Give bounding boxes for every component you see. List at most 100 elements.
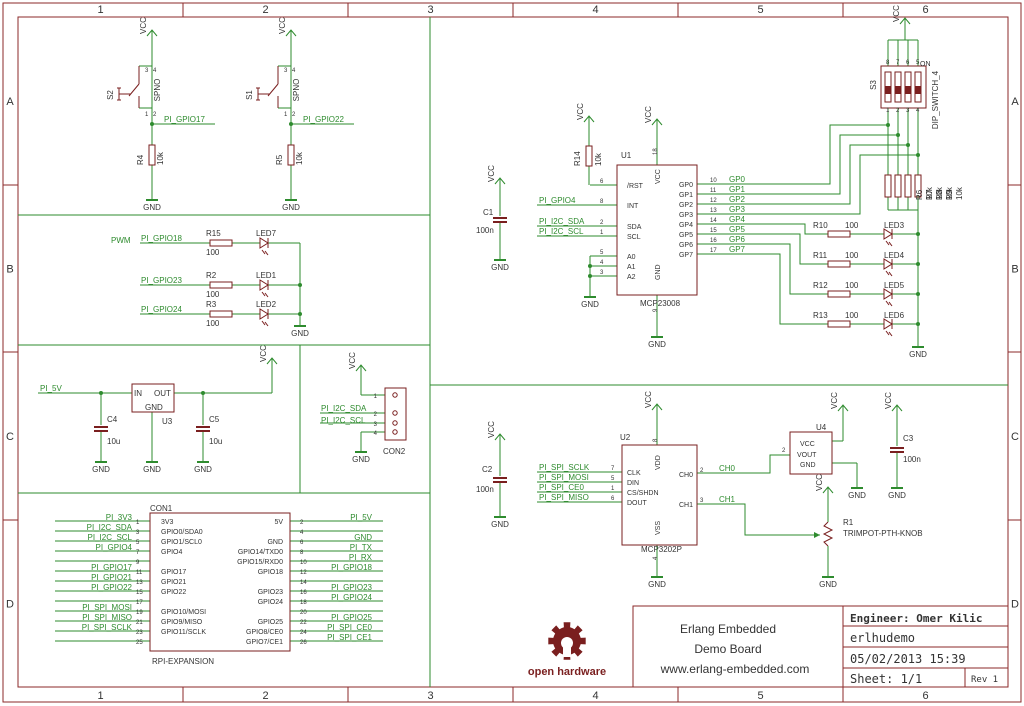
company-name: Erlang Embedded	[680, 622, 776, 636]
label: 8	[653, 438, 659, 442]
resistor-value: 10k	[955, 186, 964, 200]
pin-label: GP6	[679, 242, 693, 249]
net-label: PI_SPI_SCLK	[539, 463, 590, 472]
pin-label: VSS	[655, 521, 662, 535]
part-number: MCP23008	[640, 299, 681, 308]
net-label: CH0	[719, 464, 736, 473]
vcc-label: VCC	[139, 17, 148, 34]
pin-number: 8	[300, 550, 304, 556]
column-marker: 5	[757, 690, 763, 702]
pin-label: A1	[627, 264, 636, 271]
gnd-label: GND	[352, 455, 370, 464]
resistor-value: 10k	[945, 186, 954, 200]
led-name: LED3	[884, 221, 905, 230]
row-marker: C	[6, 431, 14, 443]
net-label: GP3	[729, 205, 746, 214]
pin-label: GPIO10/MOSI	[161, 609, 206, 616]
pin-number: 8	[600, 199, 604, 205]
pin-number: 15	[710, 228, 717, 234]
row-marker: D	[1011, 599, 1019, 611]
net-label: PI_GPIO21	[91, 573, 132, 582]
pin-label: VDD	[655, 455, 662, 470]
net-label: GP1	[729, 185, 746, 194]
components	[94, 65, 1009, 688]
column-marker: 2	[262, 4, 268, 16]
pin-number: 3	[136, 530, 140, 536]
pin-label: SCL	[627, 234, 641, 241]
resistor-name: R14	[573, 151, 582, 166]
pulldown-resistor	[148, 144, 156, 166]
part-name: R1	[843, 518, 854, 527]
net-label: PI_I2C_SCL	[321, 416, 366, 425]
pin-label: GPIO24	[258, 599, 283, 606]
pin-number: 18	[300, 600, 307, 606]
pin-number: 7	[611, 466, 615, 472]
net-label: PI_GPIO22	[303, 115, 344, 124]
pin-number: 1	[136, 520, 140, 526]
net-label: GP6	[729, 235, 746, 244]
pulldown-resistor	[884, 174, 892, 198]
pin-label: GPIO15/RXD0	[237, 559, 283, 566]
pin-label: GPIO18	[258, 569, 283, 576]
row-marker: C	[1011, 431, 1019, 443]
resistor-value: 100	[845, 311, 859, 320]
net-label: PI_I2C_SDA	[539, 217, 585, 226]
net-label: PI_GPIO17	[164, 115, 205, 124]
pin-number: 15	[136, 590, 143, 596]
net-label: PI_3V3	[106, 513, 133, 522]
junction-dot	[916, 232, 920, 236]
resistor-value: 100	[845, 221, 859, 230]
resistor-value: 100	[206, 248, 220, 257]
pin-label: OUT	[154, 389, 171, 398]
label: 2	[782, 448, 786, 454]
vcc-label: VCC	[487, 421, 496, 438]
ic-mcp3202	[621, 444, 698, 546]
net-label: PI_SPI_MOSI	[539, 473, 589, 482]
led-resistor	[827, 230, 851, 238]
pin-number: 11	[136, 570, 143, 576]
regulator-u3	[131, 383, 175, 413]
pin-number: 26	[300, 640, 307, 646]
led-name: LED6	[884, 311, 905, 320]
led-name: LED7	[256, 229, 277, 238]
board-name: Demo Board	[694, 642, 761, 656]
sensor-u4	[789, 431, 833, 475]
net-label: PI_5V	[40, 384, 62, 393]
pin-label: DOUT	[627, 500, 648, 507]
label: 2	[700, 468, 704, 474]
pin-number: 16	[300, 590, 307, 596]
part-number: MCP3202P	[641, 545, 682, 554]
net-label: PI_5V	[350, 513, 372, 522]
resistor-name: R12	[813, 281, 828, 290]
junction-dot	[298, 283, 302, 287]
pin-number: 5	[136, 540, 140, 546]
row-marker: B	[6, 264, 13, 276]
led-icon	[259, 237, 269, 249]
resistor-value: 10k	[935, 186, 944, 200]
pin-label: A2	[627, 274, 636, 281]
part-name: U4	[816, 423, 827, 432]
cap-value: 10u	[107, 437, 120, 446]
net-label: GP4	[729, 215, 746, 224]
pin-label: VOUT	[797, 452, 817, 459]
pin-number: 3	[374, 422, 378, 428]
pulldown-resistor	[894, 174, 902, 198]
resistor-name: R3	[206, 300, 217, 309]
pin-label: GP4	[679, 222, 693, 229]
resistor-name: R5	[275, 154, 284, 165]
vcc-label: VCC	[278, 17, 287, 34]
pin-label: A0	[627, 254, 636, 261]
vcc-label: VCC	[815, 474, 824, 491]
pin-label: CLK	[627, 470, 641, 477]
cap-name: C5	[209, 415, 220, 424]
gnd-label: GND	[819, 580, 837, 589]
switch-type: SPNO	[292, 79, 301, 102]
label: 2	[292, 112, 296, 118]
pin-number: 22	[300, 620, 307, 626]
pin-label: GP7	[679, 252, 693, 259]
connector-footer: RPI-EXPANSION	[152, 657, 214, 666]
junction-dot	[588, 274, 592, 278]
gnd-label: GND	[909, 350, 927, 359]
